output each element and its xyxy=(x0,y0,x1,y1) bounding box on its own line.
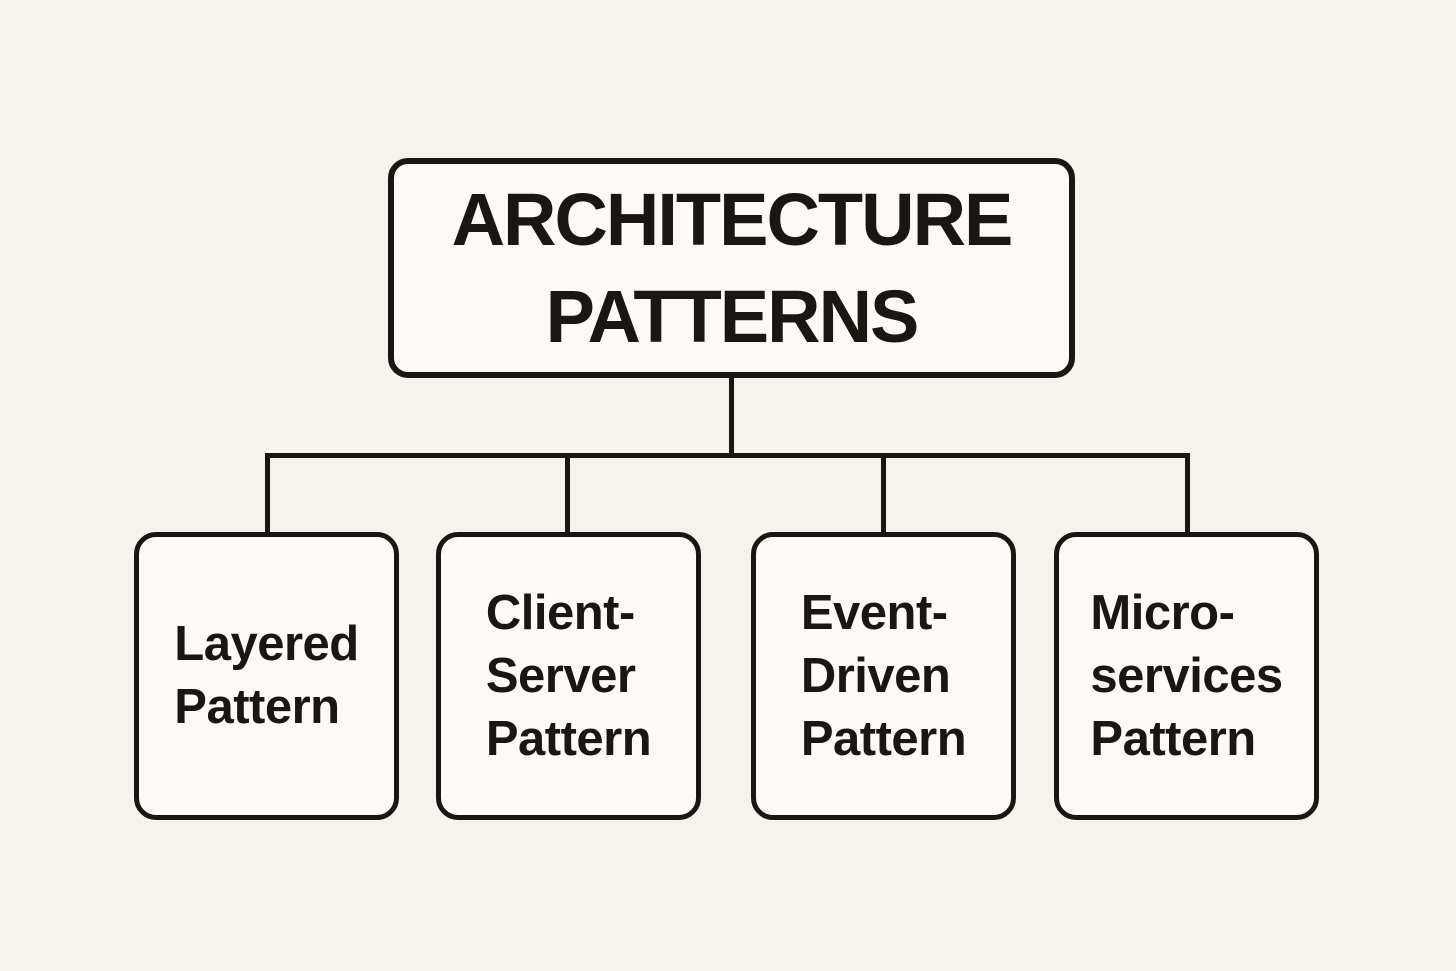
node-label: ARCHITECTURE PATTERNS xyxy=(451,171,1014,365)
node-label-line: services xyxy=(1090,648,1283,703)
node-label: Layered Pattern xyxy=(174,613,359,739)
connector-drop-layered xyxy=(265,453,270,535)
connector-drop-microservices xyxy=(1185,453,1190,535)
node-label-line: Micro- xyxy=(1090,585,1235,640)
node-label-line: Pattern xyxy=(800,711,967,766)
node-label-line: Event- xyxy=(800,585,948,640)
node-layered-pattern: Layered Pattern xyxy=(134,532,399,820)
node-label-line: PATTERNS xyxy=(545,275,920,358)
connector-root-stem xyxy=(729,376,734,456)
node-label-line: Pattern xyxy=(485,711,652,766)
node-label-line: Driven xyxy=(800,648,951,703)
node-label-line: Server xyxy=(485,648,636,703)
connector-drop-client-server xyxy=(565,453,570,535)
node-event-driven-pattern: Event- Driven Pattern xyxy=(751,532,1016,820)
node-label-line: ARCHITECTURE xyxy=(451,178,1014,261)
node-label-line: Pattern xyxy=(1090,711,1256,766)
node-client-server-pattern: Client- Server Pattern xyxy=(436,532,701,820)
node-architecture-patterns: ARCHITECTURE PATTERNS xyxy=(388,158,1075,378)
node-label-line: Client- xyxy=(485,585,635,640)
node-label: Client- Server Pattern xyxy=(485,582,652,771)
node-microservices-pattern: Micro- services Pattern xyxy=(1054,532,1319,820)
node-label-line: Layered xyxy=(174,617,359,671)
connector-drop-event-driven xyxy=(881,453,886,535)
node-label-line: Pattern xyxy=(174,680,340,734)
connector-bus xyxy=(265,453,1190,458)
node-label: Micro- services Pattern xyxy=(1090,582,1283,771)
node-label: Event- Driven Pattern xyxy=(800,582,967,771)
